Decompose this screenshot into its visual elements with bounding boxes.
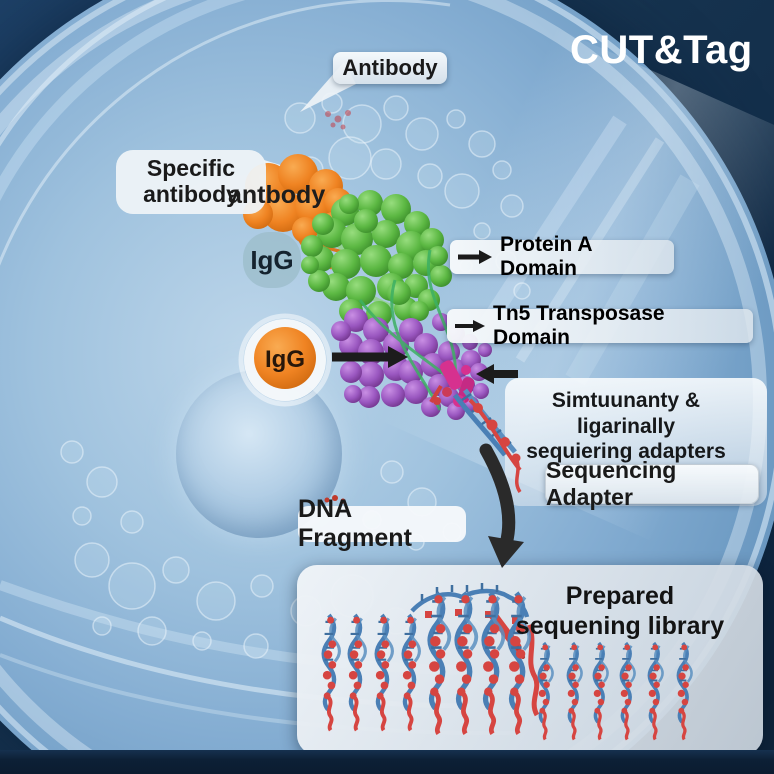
protein-a-domain-label: Protein A Domain xyxy=(450,233,674,280)
antibody-label-text: Antibody xyxy=(342,55,438,80)
arrow-right-icon xyxy=(455,320,485,332)
dna-fragment-text: DNA Fragment xyxy=(298,495,412,552)
tn5-domain-text: Tn5 Transposase Domain xyxy=(493,302,665,349)
tn5-domain-label: Tn5 Transposase Domain xyxy=(447,302,753,349)
specific-antibody-text: Specific antibody xyxy=(143,155,239,207)
tagmentation-line2: sequiering adapters xyxy=(526,440,726,464)
library-fragments xyxy=(297,583,694,742)
tagmentation-line1: Simtuunanty & ligarinally xyxy=(551,389,701,438)
arrow-right-icon xyxy=(458,250,492,264)
prepared-library-caption: Prepared sequening library xyxy=(514,582,726,641)
prepared-line2: sequening library xyxy=(515,611,725,640)
antibody-label: Antibody xyxy=(333,52,447,84)
sequencing-adapter-text: Sequencing Adapter xyxy=(546,457,677,510)
library-panel: Prepared sequening library xyxy=(297,565,763,755)
sequencing-adapter-label: Sequencing Adapter xyxy=(545,457,759,510)
dna-fragment-label: DNA Fragment xyxy=(298,495,466,552)
page-title: CUT&Tag xyxy=(570,28,753,72)
bottom-border-band xyxy=(0,750,774,774)
igg-bubble-label: IgG xyxy=(243,232,301,288)
igg-bubble-text: IgG xyxy=(250,244,294,275)
specific-antibody-label: Specific antibody xyxy=(116,150,266,214)
protein-a-domain-text: Protein A Domain xyxy=(500,233,592,280)
prepared-line1: Prepared xyxy=(565,582,675,610)
igg-bead-text: IgG xyxy=(265,346,305,373)
tagmentation-caption: Simtuunanty & ligarinally sequiering ada… xyxy=(500,388,752,465)
antbody-overlay-label: antbody xyxy=(228,181,326,209)
igg-bead-label: IgG xyxy=(259,346,311,374)
